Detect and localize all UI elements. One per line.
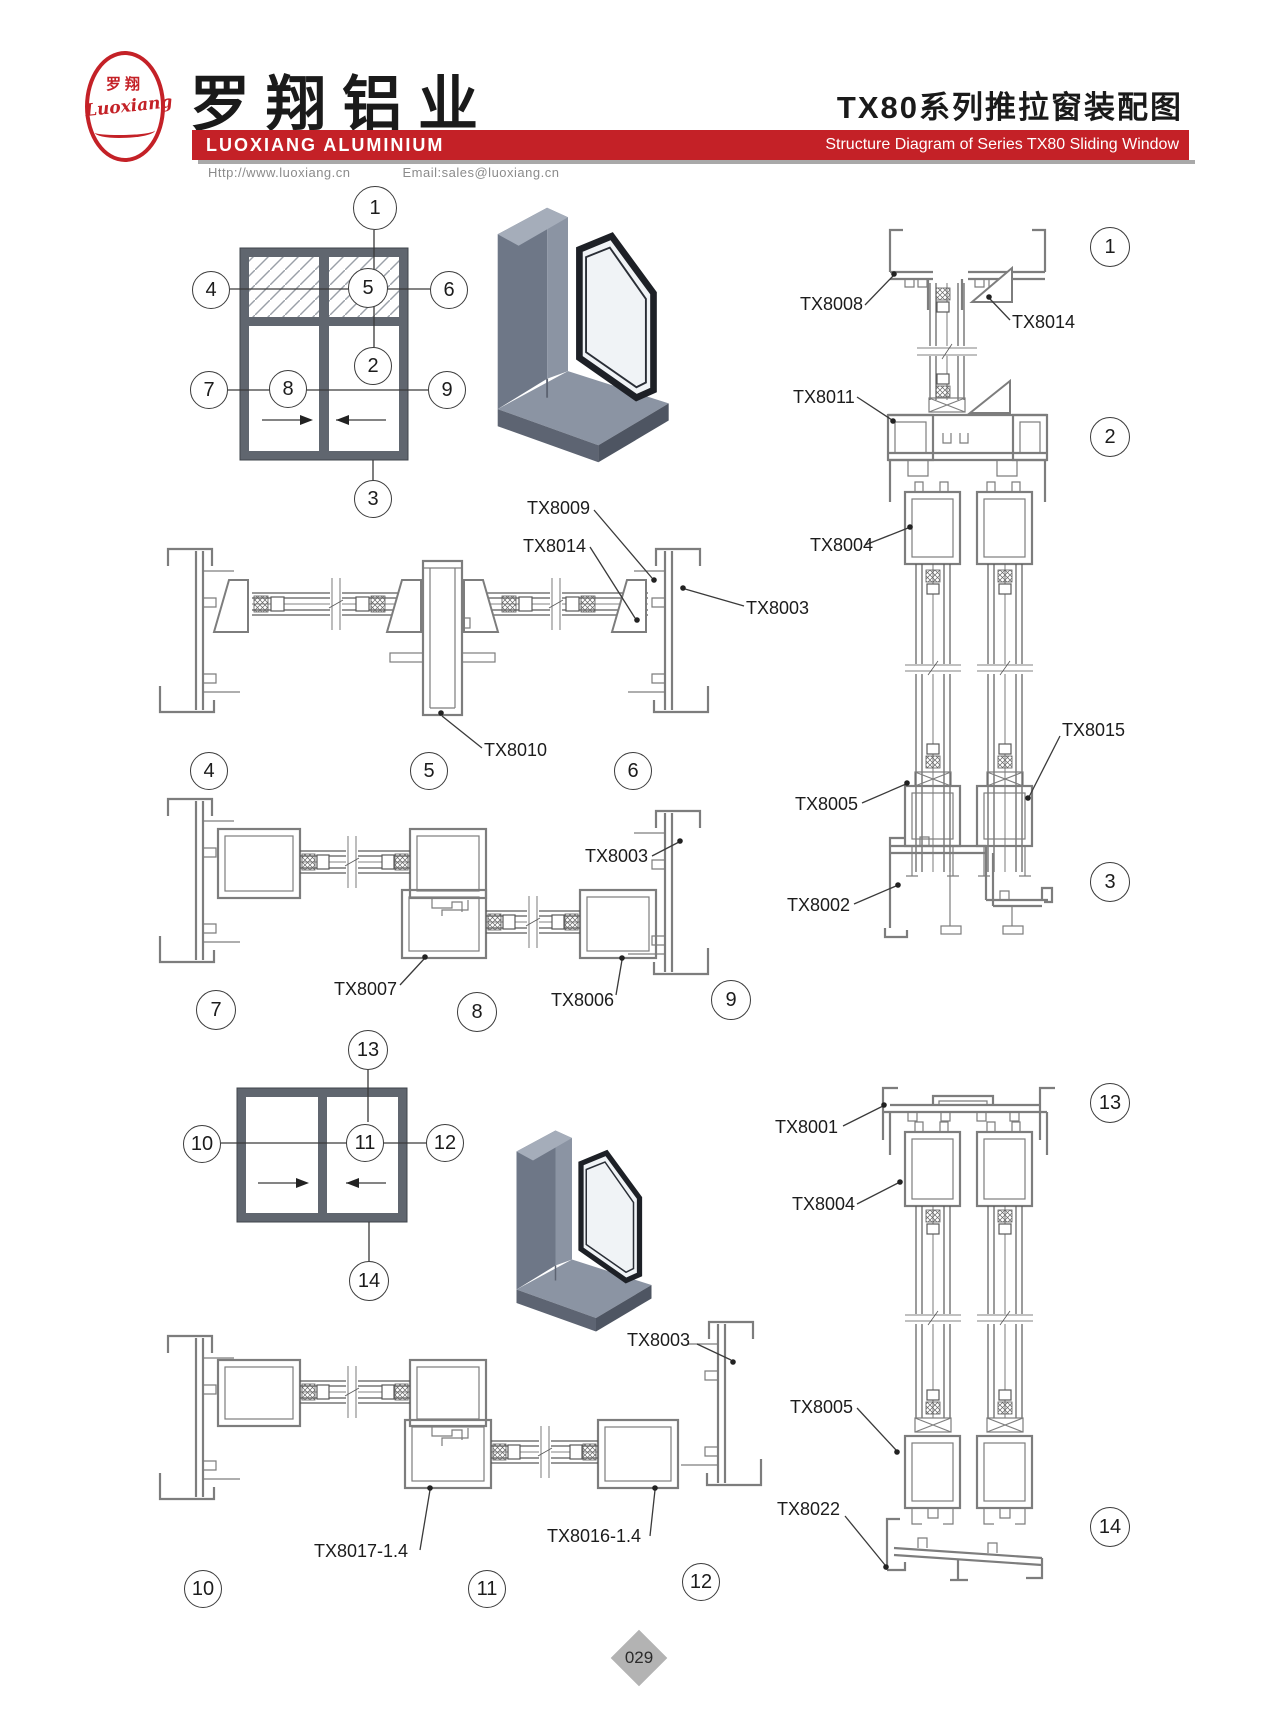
logo-oval-icon (85, 51, 165, 162)
callout-5-section: 5 (410, 752, 448, 790)
part-label-tx8017: TX8017-1.4 (314, 1541, 409, 1561)
email-address: Email:sales@luoxiang.cn (402, 165, 560, 180)
callout-1-section: 1 (1090, 227, 1130, 267)
elevation-window-2 (221, 1070, 426, 1261)
part-label-tx8004-a: TX8004 (810, 535, 874, 555)
part-label-tx8016: TX8016-1.4 (547, 1526, 642, 1546)
corner-render-2 (517, 1131, 652, 1332)
callout-7-section: 7 (196, 990, 236, 1030)
part-label-tx8011: TX8011 (793, 387, 855, 407)
callout-1-elev: 1 (353, 186, 397, 230)
section-horizontal-sliding-bottom (158, 1320, 763, 1501)
part-label-tx8003-b: TX8003 (585, 846, 649, 866)
part-label-tx8003-c: TX8003 (627, 1330, 691, 1350)
part-label-tx8003-a: TX8003 (746, 598, 810, 618)
callout-5-elev: 5 (348, 268, 388, 308)
callout-2-elev: 2 (354, 347, 392, 385)
callout-4-elev: 4 (192, 271, 230, 309)
corner-render-1 (498, 208, 669, 463)
callout-6-section: 6 (614, 752, 652, 790)
leader-lines (399, 271, 1061, 1570)
part-label-tx8001: TX8001 (775, 1117, 839, 1137)
part-label-tx8022: TX8022 (777, 1499, 841, 1519)
page-number-text: 029 (624, 1648, 654, 1667)
callout-10-elev: 10 (183, 1125, 221, 1163)
callout-11-section: 11 (468, 1570, 506, 1608)
logo-swash-icon (95, 125, 155, 138)
callout-9-section: 9 (711, 980, 751, 1020)
section-vertical-bottom (881, 1086, 1055, 1582)
callout-3-elev: 3 (354, 480, 392, 518)
contact-line: Http://www.luoxiang.cn Email:sales@luoxia… (208, 165, 559, 180)
callout-8-elev: 8 (269, 370, 307, 408)
callout-11-elev: 11 (346, 1124, 384, 1162)
brand-name-cn: 罗翔铝业 (190, 71, 494, 138)
part-label-tx8009: TX8009 (527, 498, 591, 518)
part-label-tx8005-b: TX8005 (790, 1397, 854, 1417)
section-vertical-top (883, 228, 1054, 939)
callout-14-section: 14 (1090, 1507, 1130, 1547)
elevation-window-1 (228, 230, 430, 480)
part-label-tx8010: TX8010 (484, 740, 548, 760)
callout-6-elev: 6 (430, 271, 468, 309)
section-horizontal-sliding-top (158, 797, 710, 976)
callout-10-section: 10 (184, 1570, 222, 1608)
callout-13-section: 13 (1090, 1083, 1130, 1123)
callout-8-section: 8 (457, 992, 497, 1032)
page-title-en: Structure Diagram of Series TX80 Sliding… (825, 136, 1179, 153)
part-label-tx8008: TX8008 (800, 294, 864, 314)
part-label-tx8002: TX8002 (787, 895, 851, 915)
part-label-tx8005-a: TX8005 (795, 794, 859, 814)
page-number: 029 (610, 1629, 668, 1687)
website-url: Http://www.luoxiang.cn (208, 165, 351, 180)
band-shadow (198, 160, 1195, 164)
part-label-tx8014-b: TX8014 (523, 536, 587, 556)
part-label-tx8015: TX8015 (1062, 720, 1126, 740)
header-red-band: LUOXIANG ALUMINIUM Structure Diagram of … (192, 130, 1189, 160)
part-label-tx8004-b: TX8004 (792, 1194, 856, 1214)
page-title-cn: TX80系列推拉窗装配图 (836, 90, 1183, 125)
callout-7-elev: 7 (190, 371, 228, 409)
logo-cn-text: 罗翔 (105, 76, 144, 93)
company-logo: 罗翔 Luoxiang (84, 51, 173, 162)
section-horizontal-fixed (158, 547, 710, 717)
callout-4-section: 4 (190, 752, 228, 790)
callout-3-section: 3 (1090, 862, 1130, 902)
callout-12-elev: 12 (426, 1124, 464, 1162)
part-label-tx8006: TX8006 (551, 990, 615, 1010)
callout-9-elev: 9 (428, 371, 466, 409)
part-label-tx8014-a: TX8014 (1012, 312, 1076, 332)
callout-2-section: 2 (1090, 417, 1130, 457)
callout-14-elev: 14 (349, 1261, 389, 1301)
callout-12-section: 12 (682, 1563, 720, 1601)
part-label-tx8007: TX8007 (334, 979, 398, 999)
brand-name-en: LUOXIANG ALUMINIUM (206, 135, 445, 155)
callout-13-elev: 13 (348, 1030, 388, 1070)
